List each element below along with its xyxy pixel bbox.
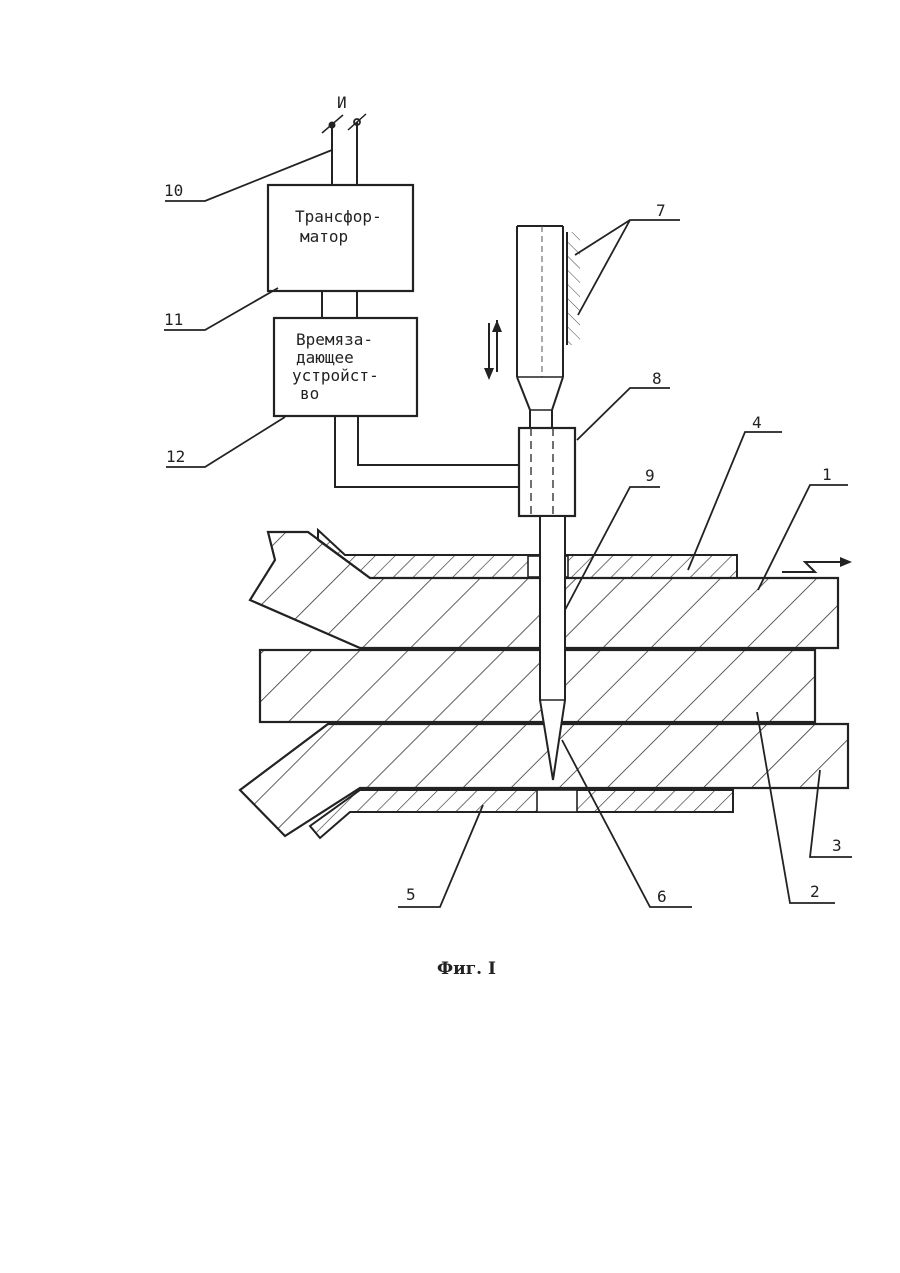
callout-1: 1 bbox=[822, 465, 832, 484]
callout-2: 2 bbox=[810, 882, 820, 901]
transformer-block: Трансфор- матор bbox=[268, 185, 413, 291]
timer-line-2: дающее bbox=[296, 348, 354, 367]
motion-arrows-icon bbox=[484, 320, 502, 380]
callout-8: 8 bbox=[652, 369, 662, 388]
transformer-line-2: матор bbox=[300, 227, 348, 246]
callout-3: 3 bbox=[832, 836, 842, 855]
electrode-holder bbox=[517, 226, 563, 428]
figure-caption: Фиг. I bbox=[437, 959, 496, 979]
callout-7: 7 bbox=[656, 201, 666, 220]
guide-wall bbox=[567, 232, 580, 345]
electrode-clamp bbox=[519, 428, 575, 516]
wire bbox=[335, 416, 518, 487]
callout-5: 5 bbox=[406, 885, 416, 904]
bottom-strip bbox=[310, 790, 733, 838]
timer-line-4: во bbox=[300, 384, 319, 403]
supply-terminals: И bbox=[322, 93, 366, 185]
callout-12: 12 bbox=[166, 447, 185, 466]
callout-11: 11 bbox=[164, 310, 183, 329]
callout-6: 6 bbox=[657, 887, 667, 906]
direction-arrow-icon bbox=[782, 557, 852, 572]
timer-line-1: Времяза- bbox=[296, 330, 373, 349]
callout-9: 9 bbox=[645, 466, 655, 485]
timer-line-3: устройст- bbox=[292, 366, 379, 385]
supply-label: И bbox=[337, 93, 347, 112]
wire bbox=[358, 416, 518, 465]
timer-block: Времяза- дающее устройст- во bbox=[274, 318, 417, 416]
callout-4: 4 bbox=[752, 413, 762, 432]
transformer-line-1: Трансфор- bbox=[295, 207, 382, 226]
callout-10: 10 bbox=[164, 181, 183, 200]
middle-plate bbox=[260, 650, 815, 722]
